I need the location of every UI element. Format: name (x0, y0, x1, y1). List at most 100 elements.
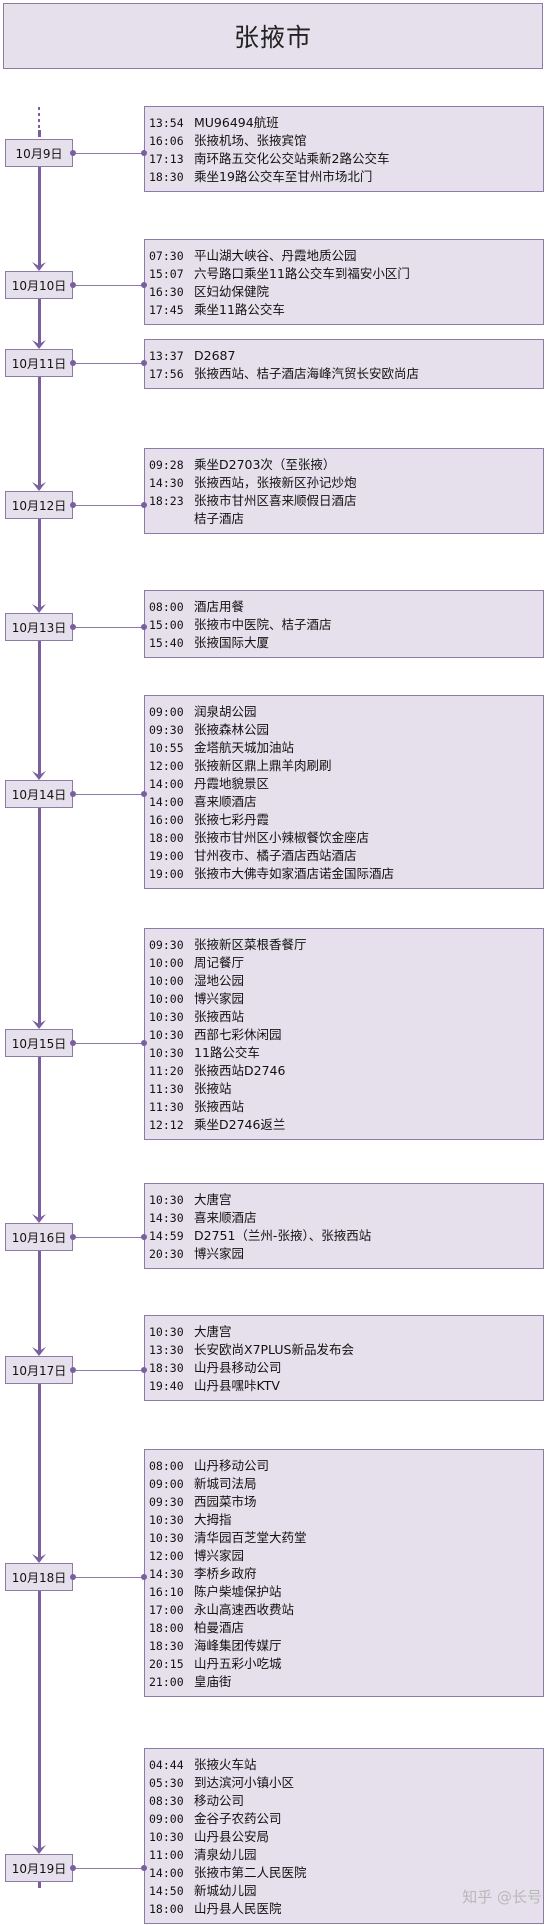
timeline-arrow-head (32, 340, 46, 349)
event-description: 丹霞地貌景区 (194, 776, 270, 791)
event-time: 16:10 (149, 1585, 184, 1599)
event-description: 乘坐D2746返兰 (194, 1117, 286, 1132)
event-description: 张掖七彩丹霞 (194, 812, 270, 827)
timeline-spine-segment (38, 130, 41, 137)
timeline-start-dash (38, 119, 40, 122)
event-connector-dot (141, 1367, 147, 1373)
event-description: 周记餐厅 (194, 955, 245, 970)
event-time: 17:13 (149, 152, 184, 166)
event-item: 21:00 皇庙街 (149, 1673, 543, 1691)
event-description: 移动公司 (194, 1793, 245, 1808)
event-description: 张掖火车站 (194, 1757, 257, 1772)
event-description: 皇庙街 (194, 1674, 232, 1689)
event-time: 10:00 (149, 992, 184, 1006)
event-description: 金谷子农药公司 (194, 1811, 282, 1826)
event-description: 永山高速西收费站 (194, 1602, 295, 1617)
event-time: 11:00 (149, 1848, 184, 1862)
event-description: 博兴家园 (194, 991, 245, 1006)
event-time: 10:30 (149, 1531, 184, 1545)
event-description: 博兴家园 (194, 1548, 245, 1563)
event-time: 10:00 (149, 974, 184, 988)
event-time: 10:30 (149, 1046, 184, 1060)
event-time: 14:50 (149, 1884, 184, 1898)
event-connector-dot (141, 791, 147, 797)
event-time: 11:30 (149, 1100, 184, 1114)
event-description: 张掖新区菜根香餐厅 (194, 937, 307, 952)
event-time: 16:30 (149, 285, 184, 299)
event-time: 17:45 (149, 303, 184, 317)
event-time: 09:30 (149, 723, 184, 737)
event-time: 04:44 (149, 1758, 184, 1772)
event-time: 14:30 (149, 1567, 184, 1581)
event-time: 14:59 (149, 1229, 184, 1243)
event-item: 04:44 张掖火车站 (149, 1756, 543, 1774)
date-connector-line (76, 1370, 144, 1371)
timeline-spine-segment (38, 641, 41, 778)
timeline-spine-segment (38, 1057, 41, 1221)
timeline-arrow-shape (32, 482, 46, 491)
event-time: 14:00 (149, 795, 184, 809)
timeline-arrow-shape (32, 1845, 46, 1854)
event-description: 陈户柴墟保护站 (194, 1584, 282, 1599)
timeline-spine-segment (38, 299, 41, 347)
timeline-start-dash (38, 107, 40, 110)
event-description: 山丹移动公司 (194, 1458, 270, 1473)
date-connector-line (76, 1868, 144, 1869)
timeline-spine-segment (38, 519, 41, 611)
event-time: 16:06 (149, 134, 184, 148)
event-time: 21:00 (149, 1675, 184, 1689)
event-time: 10:30 (149, 1010, 184, 1024)
event-time: 11:30 (149, 1082, 184, 1096)
event-description: 大唐宫 (194, 1192, 232, 1207)
timeline-arrow-head (32, 1020, 46, 1029)
event-time: 10:30 (149, 1513, 184, 1527)
event-description: 张掖西站，张掖新区孙记炒炮 (194, 475, 357, 490)
event-connector-dot (141, 1040, 147, 1046)
event-description: 海峰集团传媒厅 (194, 1638, 282, 1653)
event-description: 新城幼儿园 (194, 1883, 257, 1898)
timeline-spine-segment (38, 1591, 41, 1852)
event-time: 07:30 (149, 249, 184, 263)
event-description: 张掖西站、桔子酒店海峰汽贸长安欧尚店 (194, 366, 420, 381)
date-connector-dot (70, 1234, 76, 1240)
date-connector-line (76, 1577, 144, 1578)
timeline-arrow-shape (32, 340, 46, 349)
event-time: 18:00 (149, 1621, 184, 1635)
timeline-arrow-head (32, 771, 46, 780)
date-label: 10月12日 (5, 491, 73, 519)
event-time: 18:00 (149, 1902, 184, 1916)
date-connector-line (76, 627, 144, 628)
watermark: 知乎 @长号 (462, 1888, 542, 1906)
event-description: 乘坐D2703次（至张掖） (194, 457, 336, 472)
event-description: 张掖西站 (194, 1099, 245, 1114)
event-description: 张掖市中医院、桔子酒店 (194, 617, 332, 632)
event-time: 18:30 (149, 170, 184, 184)
timeline-arrow-head (32, 262, 46, 271)
event-connector-dot (141, 1234, 147, 1240)
event-time: 13:30 (149, 1343, 184, 1357)
event-time: 14:00 (149, 1866, 184, 1880)
event-time: 12:00 (149, 759, 184, 773)
event-description: 乘坐19路公交车至甘州市场北门 (194, 169, 373, 184)
date-connector-dot (70, 150, 76, 156)
